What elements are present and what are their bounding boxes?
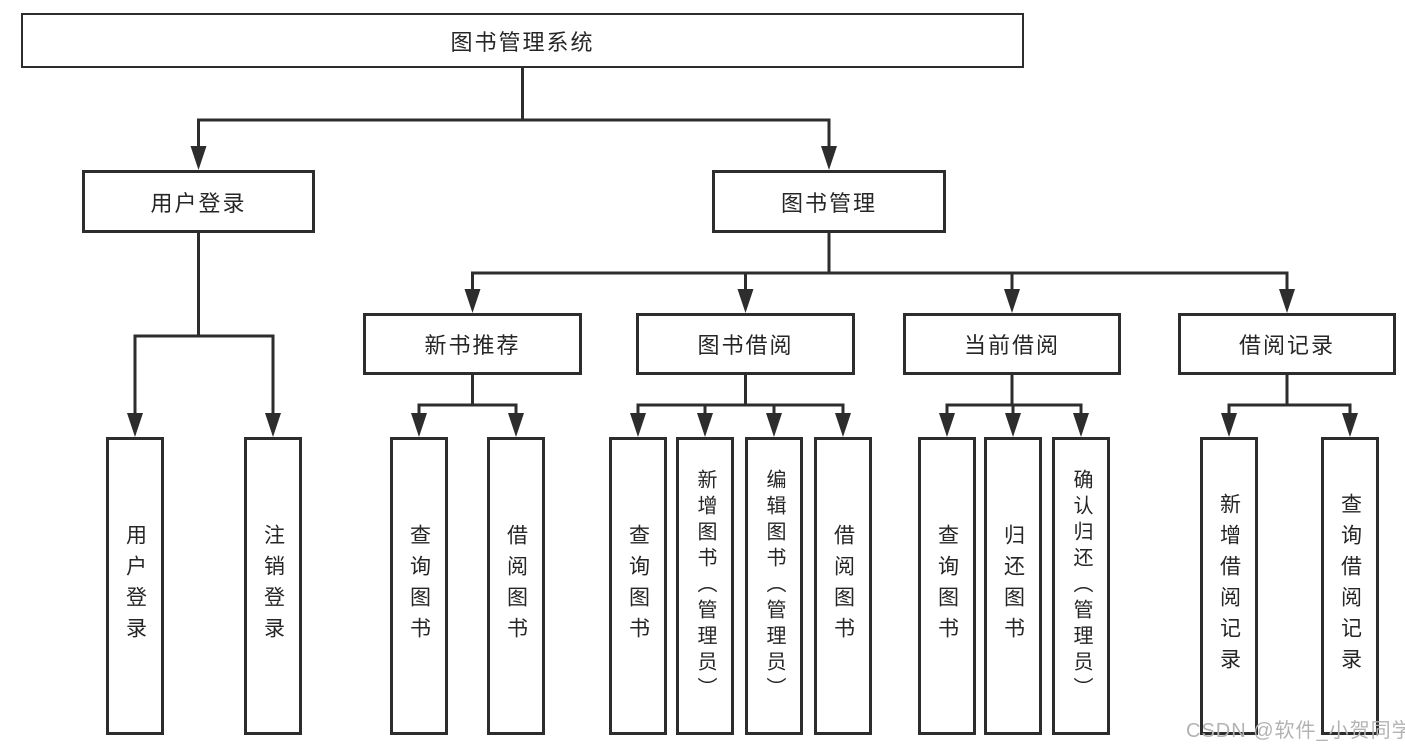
- leaf-query-borrow-record-label: 查询借阅记录: [1338, 493, 1362, 679]
- leaf-query-books-recommend: 查询图书: [390, 437, 448, 735]
- leaf-return-books: 归还图书: [984, 437, 1042, 735]
- leaf-add-book-admin-label: 新增图书（管理员）: [694, 469, 716, 703]
- arrowheads: [127, 146, 1358, 437]
- leaf-user-login: 用户登录: [106, 437, 164, 735]
- leaf-logout-label: 注销登录: [261, 524, 285, 648]
- leaf-user-login-label: 用户登录: [123, 524, 147, 648]
- node-borrowing-records-label: 借阅记录: [1238, 333, 1335, 358]
- leaf-return-books-label: 归还图书: [1001, 524, 1025, 648]
- leaf-borrow-books-borrowing: 借阅图书: [814, 437, 872, 735]
- leaf-confirm-return-admin: 确认归还（管理员）: [1052, 437, 1110, 735]
- node-book-management-label: 图书管理: [780, 190, 877, 216]
- node-book-borrowing: 图书借阅: [636, 313, 855, 375]
- tree-edges: [133, 66, 1352, 421]
- leaf-query-borrow-record: 查询借阅记录: [1321, 437, 1379, 735]
- leaf-borrow-books-recommend-label: 借阅图书: [504, 524, 528, 648]
- node-library-system: 图书管理系统: [21, 13, 1024, 68]
- leaf-add-borrow-record-label: 新增借阅记录: [1217, 493, 1241, 679]
- node-borrowing-records: 借阅记录: [1178, 313, 1396, 375]
- leaf-add-borrow-record: 新增借阅记录: [1200, 437, 1258, 735]
- node-library-system-label: 图书管理系统: [450, 29, 595, 55]
- leaf-query-books-recommend-label: 查询图书: [407, 524, 431, 648]
- leaf-edit-book-admin: 编辑图书（管理员）: [745, 437, 803, 735]
- leaf-confirm-return-admin-label: 确认归还（管理员）: [1070, 469, 1092, 703]
- node-new-book-recommend-label: 新书推荐: [424, 333, 521, 358]
- leaf-logout: 注销登录: [244, 437, 302, 735]
- leaf-add-book-admin: 新增图书（管理员）: [676, 437, 734, 735]
- csdn-watermark: CSDN @软件_小贺同学: [1186, 720, 1405, 742]
- leaf-edit-book-admin-label: 编辑图书（管理员）: [763, 469, 785, 703]
- leaf-query-books-borrowing: 查询图书: [609, 437, 667, 735]
- node-current-borrowing-label: 当前借阅: [963, 333, 1060, 358]
- node-user-login: 用户登录: [82, 170, 315, 233]
- node-new-book-recommend: 新书推荐: [363, 313, 582, 375]
- leaf-query-books-current: 查询图书: [918, 437, 976, 735]
- leaf-query-books-borrowing-label: 查询图书: [626, 524, 650, 648]
- leaf-query-books-current-label: 查询图书: [935, 524, 959, 648]
- node-book-management: 图书管理: [712, 170, 946, 233]
- node-current-borrowing: 当前借阅: [903, 313, 1121, 375]
- leaf-borrow-books-recommend: 借阅图书: [487, 437, 545, 735]
- node-user-login-label: 用户登录: [150, 190, 247, 216]
- node-book-borrowing-label: 图书借阅: [697, 333, 794, 358]
- leaf-borrow-books-borrowing-label: 借阅图书: [831, 524, 855, 648]
